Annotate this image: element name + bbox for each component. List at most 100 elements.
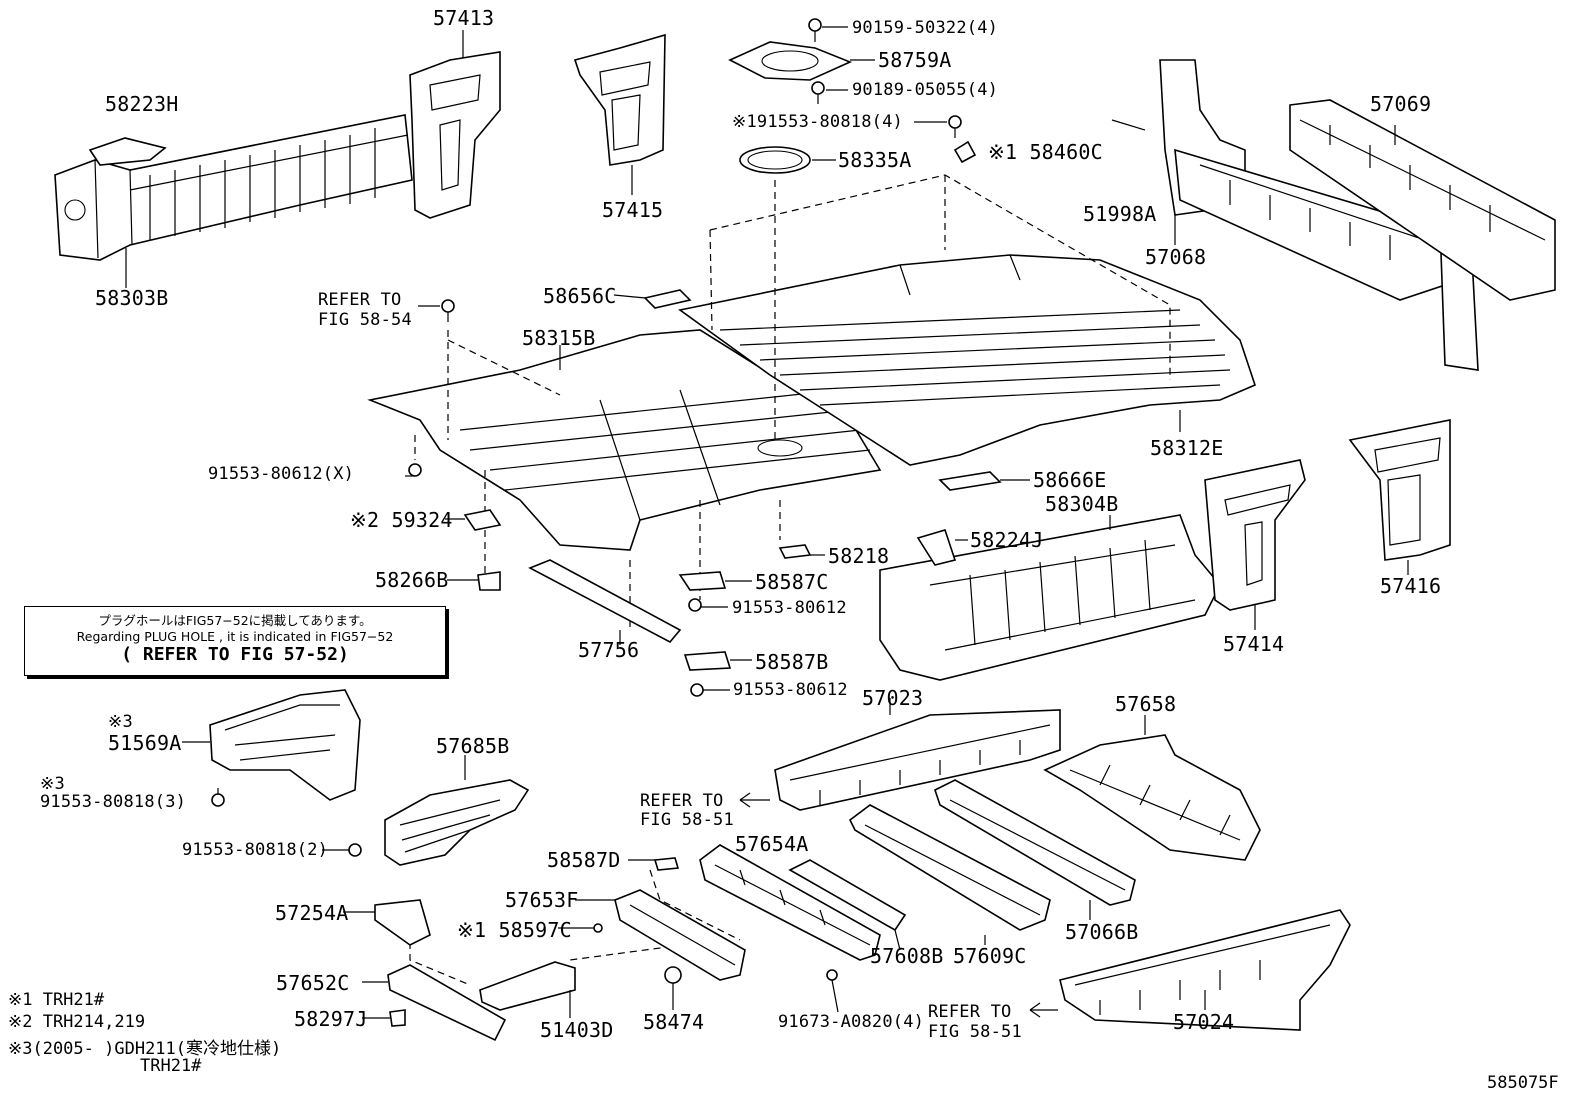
footnote-1: ※1 TRH21# [8, 990, 105, 1010]
label-58312E: 58312E [1150, 436, 1224, 460]
ref-fig-58-51-a-line2: FIG 58-51 [640, 810, 734, 830]
label-58303B: 58303B [95, 286, 169, 310]
label-58597C: ※1 58597C [457, 918, 572, 942]
label-58223H: 58223H [105, 92, 179, 116]
ref-fig-58-51-a-line1: REFER TO [640, 791, 724, 811]
label-57023: 57023 [862, 686, 924, 710]
part-57254A-shape [343, 899, 431, 946]
label-90159-50322: 90159-50322(4) [852, 18, 999, 38]
part-91673-shape [826, 969, 838, 981]
label-57254A: 57254A [275, 901, 349, 925]
part-57653F-shape [558, 857, 746, 981]
label-91553-80612-X: 91553-80612(X) [208, 464, 355, 484]
label-51403D: 51403D [540, 1018, 614, 1042]
label-51998A: 51998A [1083, 202, 1157, 226]
part-58303B-shape [54, 114, 413, 261]
part-58312E-shape [678, 254, 1256, 466]
mark-51569A: ※3 [108, 712, 133, 732]
label-58335A: 58335A [838, 148, 912, 172]
label-57068: 57068 [1145, 245, 1207, 269]
part-58474-shape [664, 966, 682, 984]
part-57024-shape [1059, 909, 1351, 1031]
part-57609C-shape [848, 804, 1051, 945]
label-57609C: 57609C [953, 944, 1027, 968]
label-57756: 57756 [578, 638, 640, 662]
part-58315B-shape [367, 329, 882, 551]
part-57066B-shape [934, 779, 1136, 920]
label-91673-A0820: 91673-A0820(4) [778, 1012, 925, 1032]
label-57416: 57416 [1380, 574, 1442, 598]
label-91553-80612-a: 91553-80612 [732, 598, 847, 618]
note-line-en: Regarding PLUG HOLE , it is indicated in… [76, 628, 394, 644]
label-91553-80818-2: 91553-80818(2) [182, 840, 329, 860]
label-57024: 57024 [1173, 1010, 1235, 1034]
part-57069-shape [1289, 99, 1556, 301]
part-58224J-shape [916, 529, 957, 566]
label-57653F: 57653F [505, 888, 579, 912]
part-57414-shape [1204, 459, 1306, 611]
label-57066B: 57066B [1065, 920, 1139, 944]
label-57685B: 57685B [436, 734, 510, 758]
ref-fig-58-54-line1: REFER TO [318, 290, 402, 310]
footnote-2: ※2 TRH214,219 [8, 1012, 146, 1032]
note-refer: ( REFER TO FIG 57-52) [121, 644, 349, 666]
label-58315B: 58315B [522, 326, 596, 350]
label-57415: 57415 [602, 198, 664, 222]
part-58759A-group-shape [728, 18, 977, 174]
part-58666E-shape [938, 471, 1002, 491]
assembly-lines [409, 174, 1171, 986]
label-58759A: 58759A [878, 48, 952, 72]
label-58587C: 58587C [755, 570, 829, 594]
label-58666E: 58666E [1033, 468, 1107, 492]
label-58304B: 58304B [1045, 492, 1119, 516]
label-58656C: 58656C [543, 284, 617, 308]
note-line-jp: プラグホールはFIG57−52に掲載してあります。 [98, 613, 372, 628]
part-57654A-shape [699, 844, 881, 961]
label-58587B: 58587B [755, 650, 829, 674]
label-58297J: 58297J [294, 1007, 368, 1031]
label-90189-05055: 90189-05055(4) [852, 80, 999, 100]
label-58218: 58218 [828, 544, 890, 568]
label-58266B: 58266B [375, 568, 449, 592]
part-57608B-shape [788, 859, 907, 951]
part-58304B-shape [879, 514, 1221, 681]
part-51403D-shape [479, 961, 576, 1018]
label-57414: 57414 [1223, 632, 1285, 656]
label-58587D: 58587D [547, 848, 621, 872]
footnote-3b: TRH21# [140, 1056, 202, 1076]
label-58460C: ※1 58460C [988, 140, 1103, 164]
label-91553-80818-3: 91553-80818(3) [40, 792, 187, 812]
part-57685B-shape [322, 755, 530, 866]
part-57413-shape [409, 30, 501, 219]
part-57652C-shape [362, 964, 507, 1042]
label-57413: 57413 [433, 6, 495, 30]
ref-fig-58-51-b-line2: FIG 58-51 [928, 1022, 1022, 1042]
label-91553-80612-b: 91553-80612 [733, 680, 848, 700]
part-51569A-shape [182, 689, 361, 807]
label-91553-80818-4: ※191553-80818(4) [732, 112, 903, 132]
footnote-3: ※3(2005- )GDH211(寒冷地仕様) [8, 1039, 282, 1059]
part-57415-shape [573, 33, 666, 195]
label-57652C: 57652C [276, 971, 350, 995]
ref-fig-58-54-line2: FIG 58-54 [318, 310, 412, 330]
label-57654A: 57654A [735, 832, 809, 856]
label-58474: 58474 [643, 1010, 705, 1034]
label-59324: ※2 59324 [350, 508, 453, 532]
part-58656C-shape [643, 289, 692, 309]
plug-hole-note: プラグホールはFIG57−52に掲載してあります。 Regarding PLUG… [24, 606, 446, 676]
label-58224J: 58224J [970, 528, 1044, 552]
mark-91553-80818-3: ※3 [40, 774, 65, 794]
figure-code: 585075F [1487, 1073, 1559, 1093]
part-57023-shape [774, 698, 1061, 811]
label-57658: 57658 [1115, 692, 1177, 716]
ref-fig-58-51-b-line1: REFER TO [928, 1002, 1012, 1022]
part-57416-shape [1348, 419, 1451, 575]
label-57069: 57069 [1370, 92, 1432, 116]
label-51569A: 51569A [108, 731, 182, 755]
part-57658-shape [1043, 715, 1261, 861]
label-57608B: 57608B [870, 944, 944, 968]
part-57756-shape [528, 559, 682, 644]
part-57068-shape [1111, 59, 1479, 371]
